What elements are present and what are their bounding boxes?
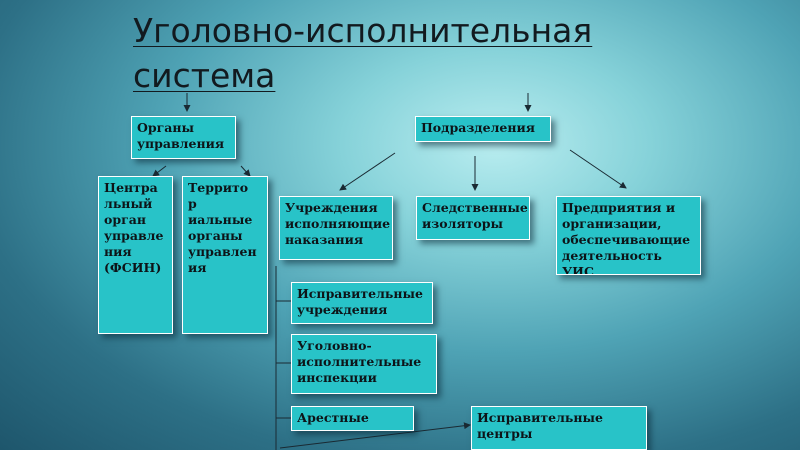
box-uchrezhdeniya: Учреждения исполняющие наказания — [279, 196, 393, 260]
box-territorial-organs: Террито р иальные органы управлен ия — [182, 176, 268, 334]
box-central-organ: Центра льный орган управле ния (ФСИН) — [98, 176, 173, 334]
arrow-organy-to-territorial — [240, 165, 251, 177]
box-podrazdeleniya: Подразделения — [415, 116, 551, 142]
box-ispravitelnye-uchrezhdeniya: Исправительные учреждения — [291, 282, 433, 324]
arrow-to-tsentry — [279, 422, 471, 449]
box-predpriyatiya: Предприятия и организации, обеспечивающи… — [556, 196, 701, 275]
box-organy-upravleniya: Органы управления — [131, 116, 236, 159]
box-arestnye-doma: Арестные дома — [291, 406, 414, 431]
box-ugolovno-ispolnitelnye-inspektsii: Уголовно- исполнительные инспекции — [291, 334, 437, 394]
arrow-organy-to-central — [152, 165, 167, 177]
box-ispravitelnye-tsentry: Исправительные центры — [471, 406, 647, 450]
page-title: Уголовно-исполнительная система — [133, 11, 593, 95]
box-sledstvennye-izolyatory: Следственные изоляторы — [416, 196, 530, 240]
arrow-podr-to-uchrezhdeniya — [339, 152, 396, 191]
arrow-podr-to-predpriyatiya — [569, 149, 627, 189]
